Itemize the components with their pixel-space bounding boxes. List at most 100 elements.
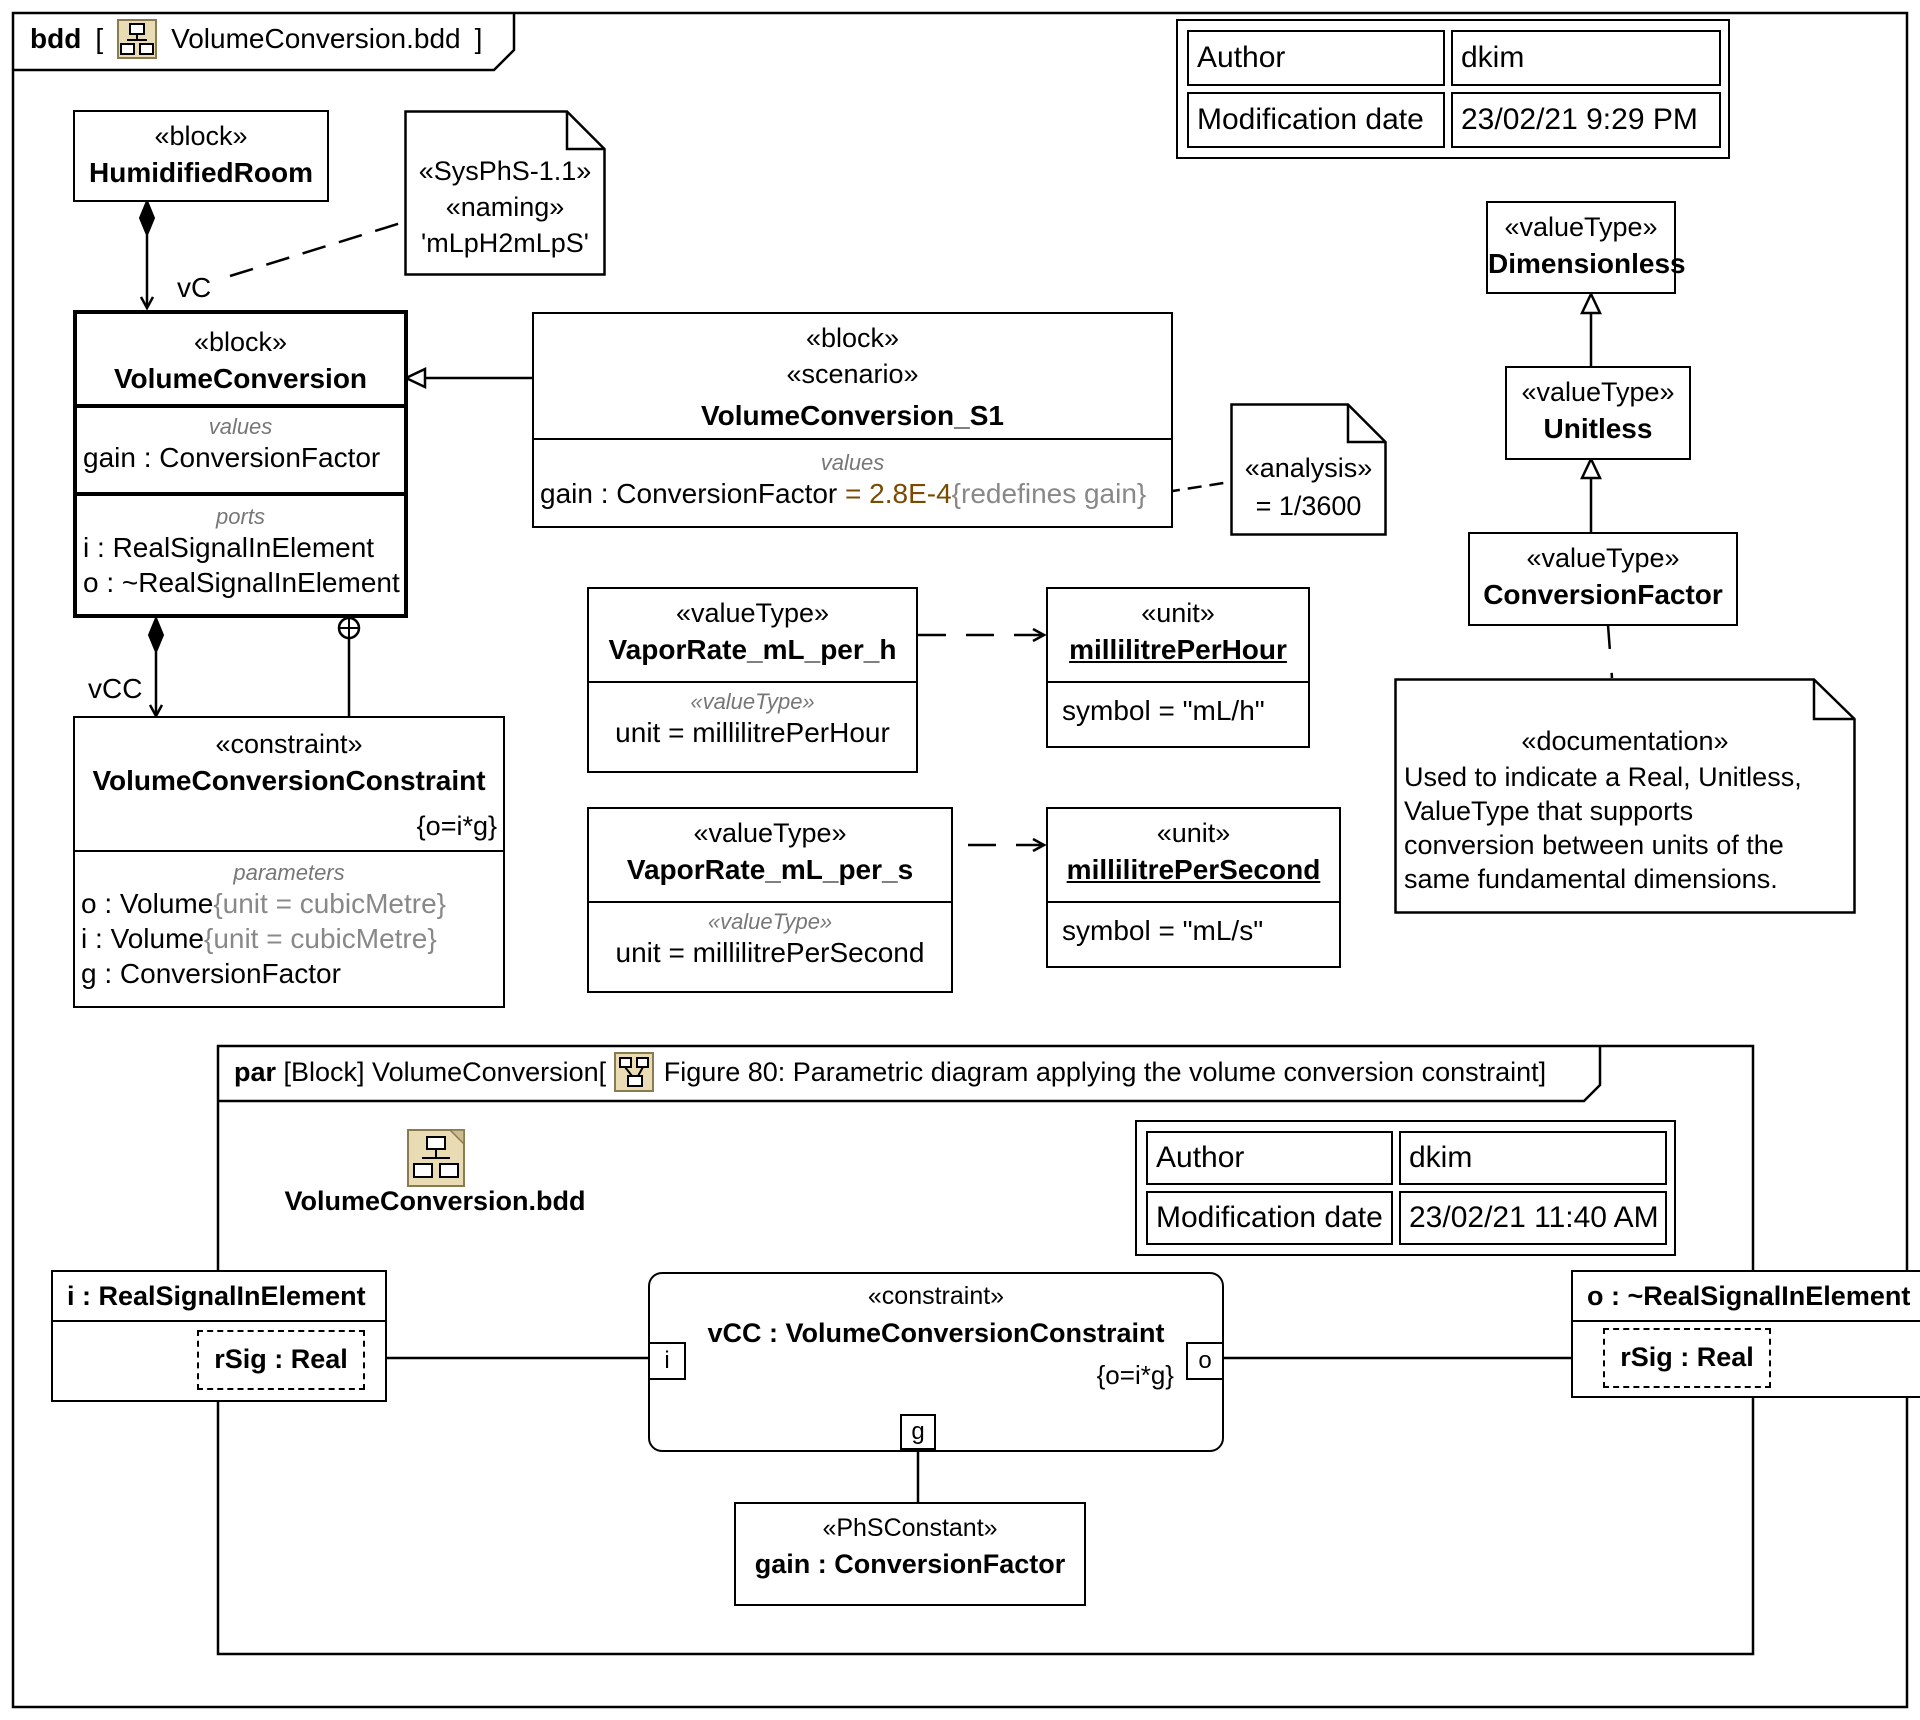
port-i: i : RealSignalInElement [77,530,404,565]
frame-kind: bdd [30,23,82,54]
valuetype-name: VaporRate_mL_per_s [626,854,914,886]
param-i-unit: {unit = cubicMetre} [203,923,437,954]
value-gain: gain : ConversionFactor = 2.8E-4{redefin… [534,476,1171,511]
analysis-note[interactable]: «analysis» = 1/3600 [1230,403,1387,536]
volume-conversion-block[interactable]: «block» VolumeConversion values gain : C… [73,310,408,618]
vcc-constraint-property[interactable]: «constraint» vCC : VolumeConversionConst… [648,1272,1224,1452]
ports-label: ports [216,504,265,529]
parameters-label: parameters [233,860,345,885]
conversion-factor-valuetype[interactable]: «valueType» ConversionFactor [1468,532,1738,626]
note-text: = 1/3600 [1255,491,1362,521]
role-vc: vC [177,272,212,303]
dimensionless-valuetype[interactable]: «valueType» Dimensionless [1486,201,1686,294]
unit-millilitre-per-hour[interactable]: «unit» millilitrePerHour symbol = "mL/h" [1046,587,1310,748]
param-i-name: i [81,923,88,954]
unit-line: unit = millilitrePerHour [615,717,890,748]
block-stereotype-block: «block» [805,323,900,353]
author-label: Author [1187,30,1445,86]
par-frame-tab [218,1046,1602,1103]
par-info-table: Author dkim Modification date 23/02/21 1… [1135,1120,1676,1256]
unit-symbol: symbol = "mL/s" [1062,915,1264,946]
pin-o[interactable]: o [1186,1342,1224,1380]
block-stereotype: «constraint» [215,729,363,759]
naming-anchor [229,220,405,278]
constraint-block[interactable]: «constraint» VolumeConversionConstraint … [73,716,505,1008]
value-gain-redefines: {redefines gain} [951,478,1147,509]
par-frame-kind: par [234,1056,277,1087]
note-stereotype-sysphs: «SysPhS-1.1» [418,156,592,186]
unitless-valuetype[interactable]: «valueType» Unitless [1505,366,1691,460]
unit-stereotype: «unit» [1141,598,1215,628]
vcc-expression: {o=i*g} [1096,1360,1174,1390]
param-g-name: g [81,958,97,989]
note-stereotype-naming: «naming» [445,192,565,222]
port-o: o : ~RealSignalInElement [77,565,404,600]
note-shape [1230,403,1387,536]
analysis-anchor [1165,480,1231,494]
vaporrate-s-valuetype[interactable]: «valueType» VaporRate_mL_per_s «valueTyp… [587,807,953,993]
naming-note[interactable]: «SysPhS-1.1» «naming» 'mLpH2mLpS' [404,110,606,276]
valuetype-header: «valueType» VaporRate_mL_per_s [589,809,951,901]
unit-stereotype: «unit» [1156,818,1231,848]
note-shape [1394,678,1856,914]
values-compartment: values gain : ConversionFactor [77,404,404,492]
diagram-link-label[interactable]: VolumeConversion.bdd [284,1186,586,1216]
values-label: values [820,450,885,475]
block-header: «constraint» VolumeConversionConstraint … [75,718,503,850]
value-gain: gain : ConversionFactor [77,440,404,475]
doc-line-2: ValueType that supports [1404,796,1694,826]
bdd-frame-tab [13,13,516,72]
unit-header: «unit» millilitrePerHour [1048,589,1308,681]
gain-name: gain : ConversionFactor [754,1548,1066,1579]
diagram-link-icon[interactable] [406,1128,466,1188]
block-header: «block» «scenario» VolumeConversion_S1 [534,314,1171,438]
value-gain-default: = 2.8E-4 [837,478,952,509]
pin-g[interactable]: g [900,1414,936,1450]
block-name: HumidifiedRoom [89,157,313,189]
vaporrate-h-valuetype[interactable]: «valueType» VaporRate_mL_per_h «valueTyp… [587,587,918,773]
valuetype-stereotype: «valueType» [1526,543,1680,573]
gain-constant[interactable]: «PhSConstant» gain : ConversionFactor [734,1502,1086,1606]
documentation-note[interactable]: «documentation» Used to indicate a Real,… [1394,678,1856,914]
par-frame-context: [Block] VolumeConversion[ [276,1056,614,1087]
note-shape [404,110,606,276]
composition-vc [138,198,156,308]
unit-name: millilitrePerSecond [1066,854,1321,886]
param-o-unit: {unit = cubicMetre} [213,888,447,919]
doc-line-1: Used to indicate a Real, Unitless, [1404,762,1802,792]
value-gain-type: : ConversionFactor [592,478,838,509]
values-label: values [208,414,273,439]
unit-compartment: symbol = "mL/h" [1048,681,1308,728]
date-label: Modification date [1187,92,1445,148]
humidified-room-block[interactable]: «block» HumidifiedRoom [73,110,329,202]
unit-header: «unit» millilitrePerSecond [1048,809,1339,901]
port-i-signal[interactable]: rSig : Real [197,1330,365,1390]
port-o-signal[interactable]: rSig : Real [1603,1328,1771,1388]
port-i-part[interactable]: i : RealSignalInElement rSig : Real [51,1270,387,1402]
port-i-name: i : RealSignalInElement [53,1272,385,1322]
block-name: VolumeConversionConstraint [92,765,486,797]
port-o-name: o : ~RealSignalInElement [1573,1272,1920,1322]
note-naming-value: 'mLpH2mLpS' [421,228,589,258]
scenario-block[interactable]: «block» «scenario» VolumeConversion_S1 v… [532,312,1173,528]
documentation-anchor [1606,624,1614,679]
param-o-name: o [81,888,97,919]
doc-stereotype: «documentation» [1521,726,1729,756]
vcc-stereotype: «constraint» [867,1282,1005,1310]
date-value: 23/02/21 9:29 PM [1451,92,1721,148]
block-name: VolumeConversion_S1 [701,399,1004,431]
block-stereotype: «block» [154,121,248,151]
frame-name: VolumeConversion.bdd [171,23,461,54]
unit-millilitre-per-second[interactable]: «unit» millilitrePerSecond symbol = "mL/… [1046,807,1341,968]
port-o-type: : ~RealSignalInElement [98,567,400,598]
par-frame-bracket-close: ] [1538,1056,1547,1087]
valuetype-name: Dimensionless [1488,248,1686,280]
port-o-part[interactable]: o : ~RealSignalInElement rSig : Real [1571,1270,1920,1398]
author-value: dkim [1451,30,1721,86]
par-author-value: dkim [1399,1131,1667,1185]
valuetype-stereotype: «valueType» [693,818,847,848]
diagram-icon [117,19,158,59]
pin-i[interactable]: i [648,1342,686,1380]
unit-line: unit = millilitrePerSecond [615,937,925,968]
value-gain-type: : ConversionFactor [135,442,381,473]
